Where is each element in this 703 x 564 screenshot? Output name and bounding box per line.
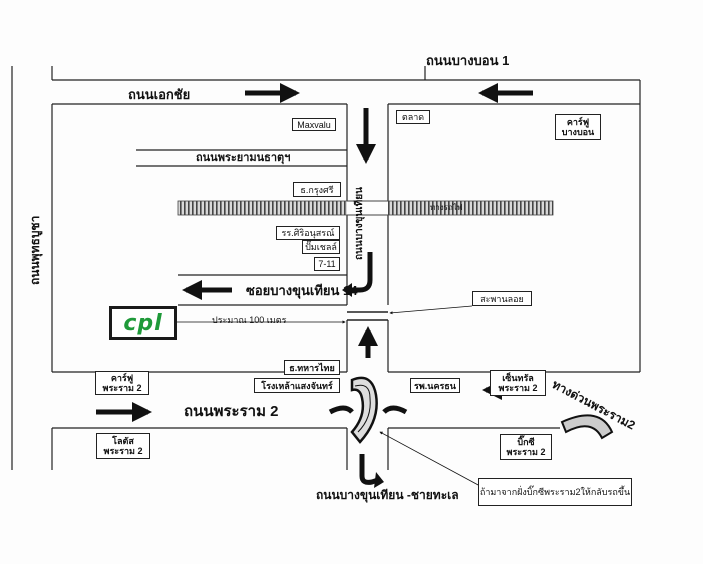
landmark-maxvalu: Maxvalu [292,118,336,131]
landmark-school: รร.ศิริอนุสรณ์ [276,226,340,240]
landmark-tmb-bank: ธ.ทหารไทย [284,360,340,375]
landmark-market: ตลาด [396,110,430,124]
distance-label: ประมาณ 100 เมตร [212,315,287,325]
landmark-lotus-rama2: โลตัส พระราม 2 [96,433,150,459]
landmark-bigc-rama2: บิ๊กซี พระราม 2 [500,434,552,460]
south-arrow-u [359,454,379,485]
landmark-carrefour-bangbon: คาร์ฟู บางบอน [555,114,601,140]
label-bangbon1-road: ถนนบางบอน 1 [426,53,510,68]
note-pointer [379,431,481,487]
landmark-overpass: สะพานลอย [472,291,532,306]
landmark-central-rama2: เซ็นทรัล พระราม 2 [490,370,546,396]
label-ekachai-road: ถนนเอกชัย [128,87,191,102]
label-rama2-road: ถนนพระราม 2 [184,403,279,420]
landmark-krungsri-bank: ธ.กรุงศรี [293,182,341,197]
label-phrayamontha-road: ถนนพระยามนธาตุฯ [196,152,291,164]
center-arrow-turn-left [352,252,373,293]
overpass-pointer [389,305,473,315]
label-railway: ทางรถไฟ [430,203,463,212]
landmark-nakhonthon-hospital: รพ.นครธน [410,378,460,393]
rama2-arrow-merge-right [382,405,408,415]
landmark-liquor-factory: โรงเหล้าแสงจันทร์ [254,378,340,393]
expressway-curve [560,414,614,440]
label-bangkhunthian-chaitale-road: ถนนบางขุนเทียน -ชายทะเล [316,488,459,502]
cpl-logo: cpl [109,306,177,340]
landmark-7-11: 7-11 [314,257,340,271]
rama2-arrow-merge-left [328,405,354,415]
u-turn-note: ถ้ามาจากฝั่งบิ๊กซีพระราม2ให้กลับรถขึ้น [478,478,632,506]
label-soi14-road: ซอยบางขุนเทียน 14 [246,283,358,298]
label-center-vertical-road: ถนนบางขุนเทียน [354,187,365,260]
landmark-shell: ปั๊มเชลล์ [302,240,340,254]
u-turn-ramp [350,376,378,444]
label-left-vertical-road: ถนนพุทธบูชา [28,215,42,285]
landmark-carrefour-rama2: คาร์ฟู พระราม 2 [95,371,149,395]
